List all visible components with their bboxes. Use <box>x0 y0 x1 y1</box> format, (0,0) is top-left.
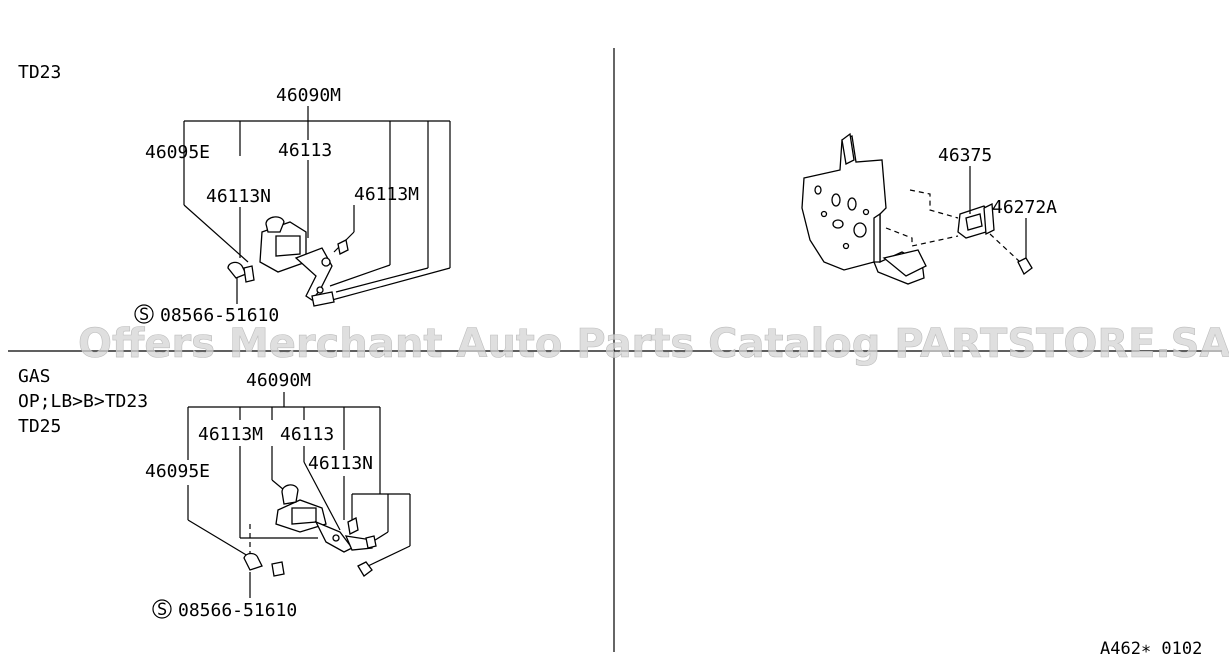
svg-text:S: S <box>139 305 149 325</box>
variant-label-gas: GAS <box>18 366 51 387</box>
variant-label-op: OP;LB>B>TD23 <box>18 391 148 412</box>
label-46113m[interactable]: 46113M <box>354 184 419 205</box>
panel-gas-td25: GAS OP;LB>B>TD23 TD25 46090M 46113M 4611… <box>18 366 411 621</box>
bracket-46375-drawing <box>885 189 1033 275</box>
label-46095e[interactable]: 46095E <box>145 142 210 163</box>
label-46113[interactable]: 46113 <box>278 140 332 161</box>
pedal-assembly-td23 <box>227 216 349 307</box>
variant-label-td25: TD25 <box>18 416 61 437</box>
label-46113n-gas[interactable]: 46113N <box>308 453 373 474</box>
screw-symbol-gas <box>152 599 172 619</box>
dash-panel-drawing <box>801 132 927 285</box>
label-46095e-gas[interactable]: 46095E <box>145 461 210 482</box>
panel-td23: TD23 46090M 46095E 46113 46113N 46113M <box>18 62 451 326</box>
svg-text:S: S <box>157 600 167 620</box>
watermark: Offers Merchant Auto Parts Catalog PARTS… <box>78 321 1229 367</box>
label-46375[interactable]: 46375 <box>938 145 992 166</box>
label-46272a[interactable]: 46272A <box>992 197 1057 218</box>
label-46113n[interactable]: 46113N <box>206 186 271 207</box>
label-46113-gas[interactable]: 46113 <box>280 424 334 445</box>
label-46113m-gas[interactable]: 46113M <box>198 424 263 445</box>
panel-bracket: 46375 46272A <box>801 132 1057 285</box>
label-46090m-gas[interactable]: 46090M <box>246 370 311 391</box>
variant-label-td23: TD23 <box>18 62 61 83</box>
label-screw-08566-51610[interactable]: 08566-51610 <box>160 305 279 326</box>
diagram-code: A462∗ 0102 <box>1100 639 1202 659</box>
label-46090m[interactable]: 46090M <box>276 85 341 106</box>
pedal-assembly-gas <box>243 484 377 577</box>
screw-symbol <box>134 304 154 324</box>
label-screw-08566-51610-gas[interactable]: 08566-51610 <box>178 600 297 621</box>
